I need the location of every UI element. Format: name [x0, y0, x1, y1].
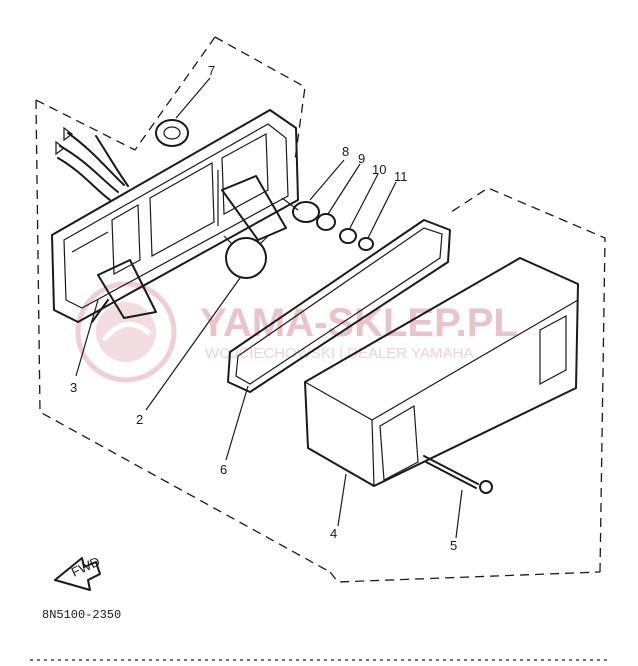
part-2-bulb — [223, 235, 269, 279]
diagram-part-code: 8N5100-2350 — [42, 608, 121, 622]
callout-7: 7 — [208, 63, 215, 78]
callout-9: 9 — [358, 151, 365, 166]
forward-arrow-icon: FWD — [54, 554, 102, 591]
watermark-logo-icon — [75, 281, 177, 383]
callout-4: 4 — [330, 526, 337, 541]
callout-5: 5 — [450, 538, 457, 553]
callout-2: 2 — [136, 412, 143, 427]
part-4-lens — [304, 257, 579, 487]
watermark: YAMA-SKLEP.PL WOJCIECHOWSKI | DEALER YAM… — [75, 281, 518, 383]
leader-lines — [75, 77, 463, 539]
callout-10: 10 — [372, 162, 386, 177]
callout-8: 8 — [342, 144, 349, 159]
part-7-grommet — [155, 119, 189, 147]
part-3-socket-harness — [55, 126, 287, 323]
callout-3: 3 — [70, 380, 77, 395]
callouts: 7 8 9 10 11 3 2 6 4 5 — [70, 63, 457, 553]
part-1-lens-housing — [51, 109, 299, 323]
callout-11: 11 — [394, 169, 408, 184]
assembly-boundary — [35, 36, 606, 583]
watermark-subtext: WOJCIECHOWSKI | DEALER YAMAHA — [205, 345, 473, 362]
callout-6: 6 — [220, 462, 227, 477]
watermark-text: YAMA-SKLEP.PL — [200, 301, 518, 345]
part-6-gasket — [227, 219, 451, 393]
part-8-11-hardware — [281, 197, 374, 251]
part-5-screw — [423, 455, 493, 494]
